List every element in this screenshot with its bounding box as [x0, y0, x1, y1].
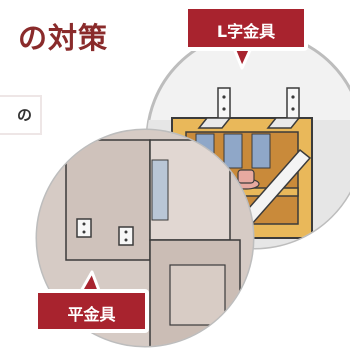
flat-bracket-left — [76, 218, 92, 238]
l-bracket-label: L字金具 — [184, 5, 308, 51]
l-bracket-right — [266, 87, 301, 129]
subtext-box: の — [0, 95, 42, 135]
l-bracket-left — [197, 87, 232, 129]
flat-bracket-right — [118, 226, 134, 246]
flat-bracket-label: 平金具 — [34, 289, 149, 333]
page-heading: の対策 — [17, 21, 108, 55]
